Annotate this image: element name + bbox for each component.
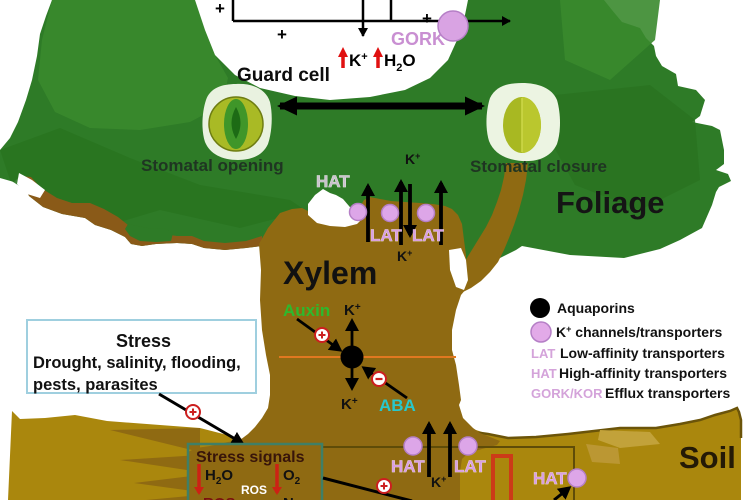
svg-text:Low-affinity transporters: Low-affinity transporters [560,345,725,361]
svg-text:Efflux transporters: Efflux transporters [605,385,730,401]
svg-text:Xylem: Xylem [283,255,377,291]
svg-text:Soil: Soil [679,440,736,475]
svg-text:Drought, salinity, flooding,: Drought, salinity, flooding, [33,354,241,372]
svg-text:GORK/KOR: GORK/KOR [531,386,603,401]
svg-text:Aquaporins: Aquaporins [557,300,635,316]
svg-text:ROS: ROS [203,495,236,500]
svg-text:+: + [277,25,287,44]
svg-text:HAT: HAT [531,366,557,381]
svg-text:Stress signals: Stress signals [196,449,305,466]
svg-text:ABA: ABA [379,396,416,415]
svg-text:LAT: LAT [454,457,486,476]
svg-text:Stress: Stress [116,331,171,351]
svg-text:LAT: LAT [412,226,444,245]
svg-text:LAT: LAT [370,226,402,245]
svg-text:LAT: LAT [531,346,555,361]
svg-text:Guard cell: Guard cell [237,65,330,86]
svg-text:HAT: HAT [391,457,425,476]
svg-text:+: + [422,9,432,28]
svg-text:HAT: HAT [316,172,350,191]
svg-text:Stomatal opening: Stomatal opening [141,156,284,175]
svg-text:Foliage: Foliage [556,185,665,220]
svg-text:H2O: H2O [384,51,416,74]
svg-text:High-affinity transporters: High-affinity transporters [559,365,727,381]
svg-text:Stomatal closure: Stomatal closure [470,157,607,176]
svg-text:Auxin: Auxin [283,301,330,320]
svg-text:+: + [215,0,225,18]
svg-text:H2O: H2O [205,467,233,487]
svg-text:K+ channels/transporters: K+ channels/transporters [556,324,723,340]
svg-text:HAT: HAT [533,469,567,488]
svg-text:GORK: GORK [391,29,445,49]
svg-text:Na: Na [283,495,303,500]
svg-text:ROS: ROS [241,483,267,497]
svg-text:pests, parasites: pests, parasites [33,376,158,394]
